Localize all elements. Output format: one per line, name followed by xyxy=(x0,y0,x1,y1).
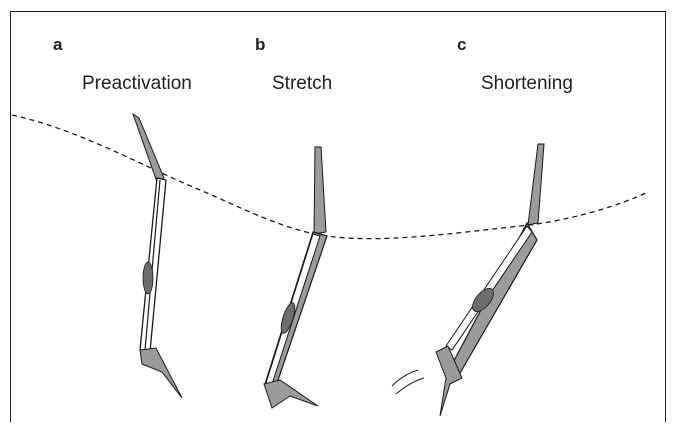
leg-figure-a xyxy=(133,114,182,398)
foot-b xyxy=(264,380,318,408)
leg-figure-c xyxy=(392,144,544,416)
motion-line-1 xyxy=(392,370,418,386)
leg-figure-b xyxy=(264,147,327,408)
muscle-a xyxy=(143,262,153,294)
trajectory-dashed-line xyxy=(12,115,648,239)
foot-a xyxy=(140,348,182,398)
leg-segment-c xyxy=(448,223,537,380)
trunk-segment-c xyxy=(528,144,544,225)
trunk-segment-b xyxy=(314,147,326,234)
trunk-segment-a xyxy=(133,114,164,182)
motion-line-2 xyxy=(396,378,424,394)
